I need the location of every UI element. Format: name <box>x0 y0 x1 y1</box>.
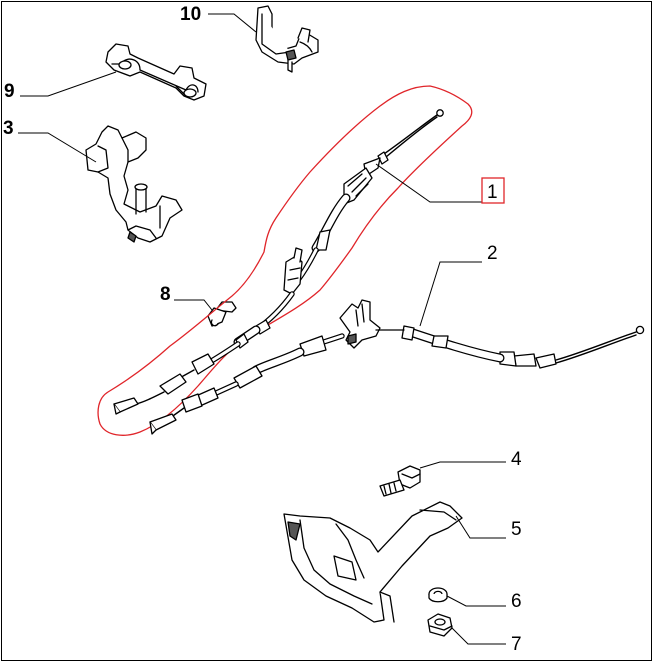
callout-8: 8 <box>160 284 171 305</box>
leader-6 <box>446 595 506 607</box>
part-6-washer[interactable] <box>428 587 448 603</box>
callout-4: 4 <box>511 449 522 470</box>
leader-2 <box>419 261 482 327</box>
part-10-bracket[interactable] <box>255 5 319 73</box>
leader-9 <box>20 71 117 97</box>
leader-5 <box>455 515 506 539</box>
callout-3: 3 <box>3 118 14 139</box>
part-4-bolt[interactable] <box>379 465 421 497</box>
leader-10 <box>208 13 257 33</box>
callout-7: 7 <box>511 634 522 655</box>
leader-7 <box>451 627 506 645</box>
callout-9: 9 <box>4 81 15 102</box>
part-5-bracket[interactable] <box>283 501 463 623</box>
callout-1-box <box>481 177 505 204</box>
part-1-highlight-outline <box>97 85 473 436</box>
callout-5: 5 <box>511 519 522 540</box>
callout-1: 1 <box>487 182 498 203</box>
callout-10: 10 <box>180 4 201 25</box>
part-1-front-cable[interactable] <box>113 109 444 415</box>
part-9-clip[interactable] <box>105 43 207 101</box>
part-2-rear-cable[interactable] <box>149 299 645 435</box>
part-3-guide[interactable] <box>85 125 183 243</box>
leader-1 <box>375 163 482 203</box>
leader-8 <box>174 299 213 311</box>
leader-4 <box>419 461 506 469</box>
leader-3 <box>18 132 97 163</box>
callout-2: 2 <box>487 243 498 264</box>
callout-6: 6 <box>511 591 522 612</box>
